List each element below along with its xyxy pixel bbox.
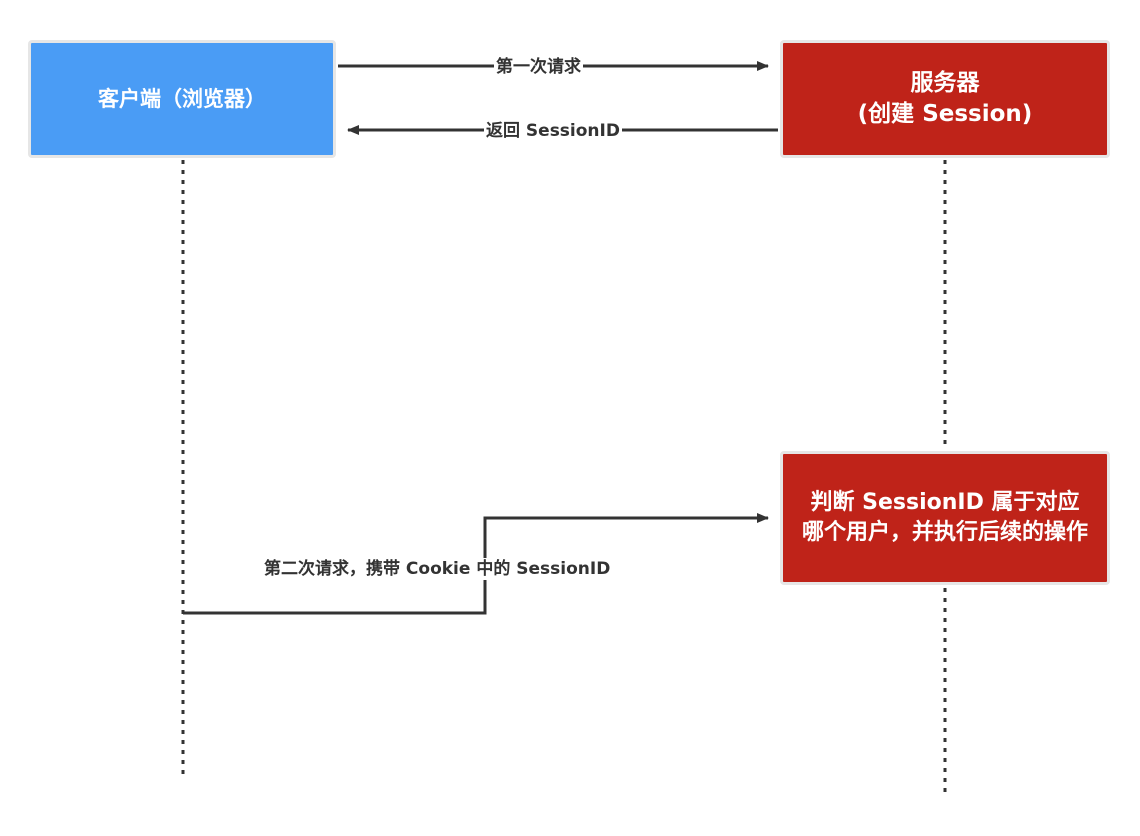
second-request-label: 第二次请求，携带 Cookie 中的 SessionID [262,558,613,580]
client-node-label: 客户端（浏览器） [98,86,266,111]
judge-session-node: 判断 SessionID 属于对应哪个用户，并执行后续的操作 [780,451,1110,585]
judge-session-label: 判断 SessionID 属于对应哪个用户，并执行后续的操作 [801,490,1088,545]
server-node-title: 服务器 [910,69,980,96]
server-node: 服务器 (创建 Session) [780,40,1110,158]
first-request-label: 第一次请求 [494,56,583,78]
server-node-subtitle: (创建 Session) [857,101,1033,127]
return-session-label: 返回 SessionID [484,120,622,142]
client-node: 客户端（浏览器） [28,40,336,158]
